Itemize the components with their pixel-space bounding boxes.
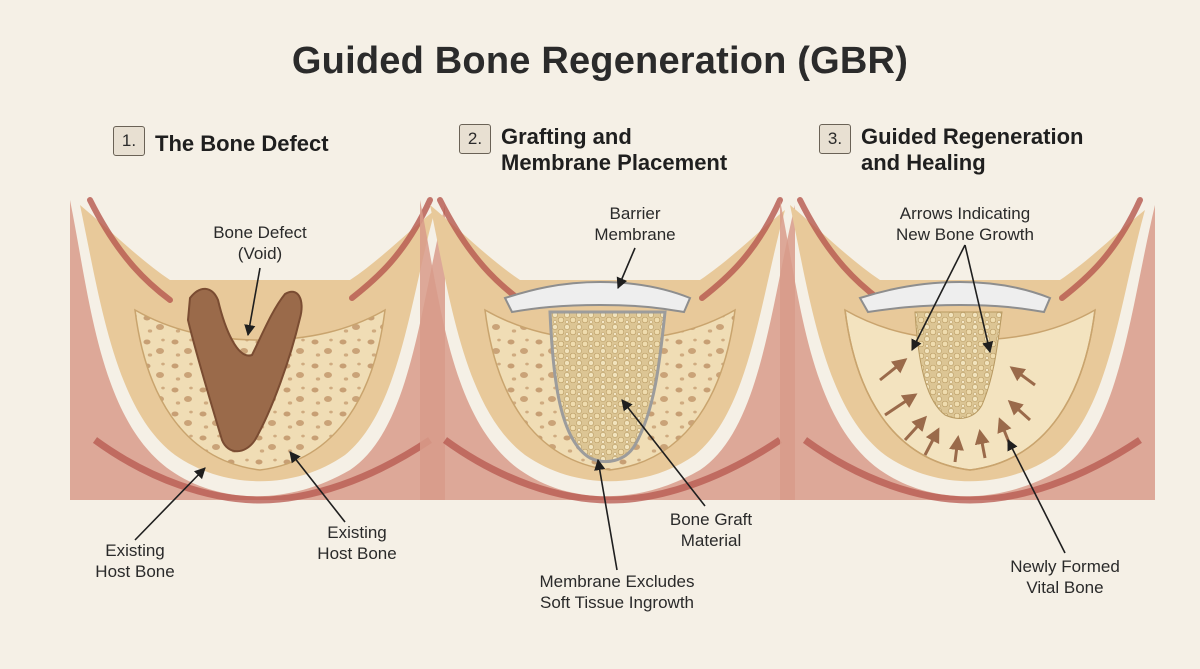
step-3-title-line-1: Guided Regeneration: [861, 124, 1084, 149]
leader-host-bone-right: [289, 451, 346, 523]
bone-defect-void: [186, 287, 303, 453]
leader-bone-defect: [244, 267, 261, 337]
leader-arrows-right: [964, 244, 994, 354]
growth-arrow-6: [974, 429, 990, 459]
step-2-header: 2. Grafting and Membrane Placement: [459, 124, 779, 184]
label-bone-graft-material: Bone Graft Material: [669, 510, 753, 550]
step-1-title: The Bone Defect: [155, 131, 329, 157]
leader-barrier-membrane: [616, 247, 636, 290]
growth-arrow-4: [923, 427, 940, 456]
growth-arrow-5: [949, 435, 964, 463]
growth-arrow-8: [1007, 399, 1032, 422]
step-2-number: 2.: [459, 124, 491, 154]
diagram-title: Guided Bone Regeneration (GBR): [291, 40, 909, 82]
growth-arrow-9: [1009, 366, 1036, 387]
panel-1-soft-tissue: [70, 200, 445, 500]
step-3-title-line-2: and Healing: [861, 150, 986, 175]
step-1-title-line-1: The Bone Defect: [155, 131, 329, 156]
panel-3-lower-tissue: [802, 437, 1142, 504]
panel-3-gum-band-right: [1059, 197, 1143, 301]
step-3-number: 3.: [819, 124, 851, 154]
step-1-number: 1.: [113, 126, 145, 156]
leader-bone-graft: [621, 399, 706, 507]
step-1-header: 1. The Bone Defect: [113, 126, 413, 186]
panel-1-gum-band-left: [87, 197, 173, 303]
step-2-title: Grafting and Membrane Placement: [501, 124, 727, 176]
label-barrier-membrane: Barrier Membrane: [594, 204, 676, 244]
panel-3-soft-tissue: [780, 200, 1155, 500]
step-2-title-line-1: Grafting and: [501, 124, 632, 149]
label-existing-host-bone-right: Existing Host Bone: [317, 523, 397, 563]
step-2-title-line-2: Membrane Placement: [501, 150, 728, 175]
leader-arrows-left: [911, 244, 966, 351]
barrier-membrane-healed: [858, 280, 1052, 314]
panel-1-lower-tissue: [92, 437, 432, 504]
label-membrane-excludes: Membrane Excludes Soft Tissue Ingrowth: [539, 572, 695, 612]
growth-arrow-2: [884, 393, 918, 417]
label-bone-defect: Bone Defect (Void): [213, 223, 307, 263]
panel-2-soft-tissue: [420, 200, 795, 500]
leader-lines: [134, 244, 1066, 571]
panel-1-artwork: [70, 197, 445, 504]
label-arrows-indicating: Arrows Indicating New Bone Growth: [896, 204, 1034, 244]
panel-2-gum-band-right: [699, 197, 783, 301]
leader-host-bone-left: [134, 467, 206, 541]
label-newly-formed-bone: Newly Formed Vital Bone: [1010, 557, 1120, 597]
panel-2-lower-tissue: [442, 437, 782, 504]
panel-3-artwork: [780, 197, 1155, 504]
growth-arrow-3: [903, 415, 928, 442]
label-existing-host-bone-left: Existing Host Bone: [95, 541, 175, 581]
leader-newly-formed: [1007, 439, 1066, 554]
step-3-title: Guided Regeneration and Healing: [861, 124, 1083, 176]
panel-3-bone-outline: [844, 309, 1096, 471]
panel-2-artwork: [420, 197, 795, 504]
growth-arrow-1: [879, 358, 908, 382]
step-3-header: 3. Guided Regeneration and Healing: [819, 124, 1139, 184]
remaining-graft: [914, 311, 1003, 419]
barrier-membrane: [503, 280, 692, 314]
leader-membrane-excludes: [594, 458, 618, 571]
bone-graft-material: [548, 310, 667, 463]
